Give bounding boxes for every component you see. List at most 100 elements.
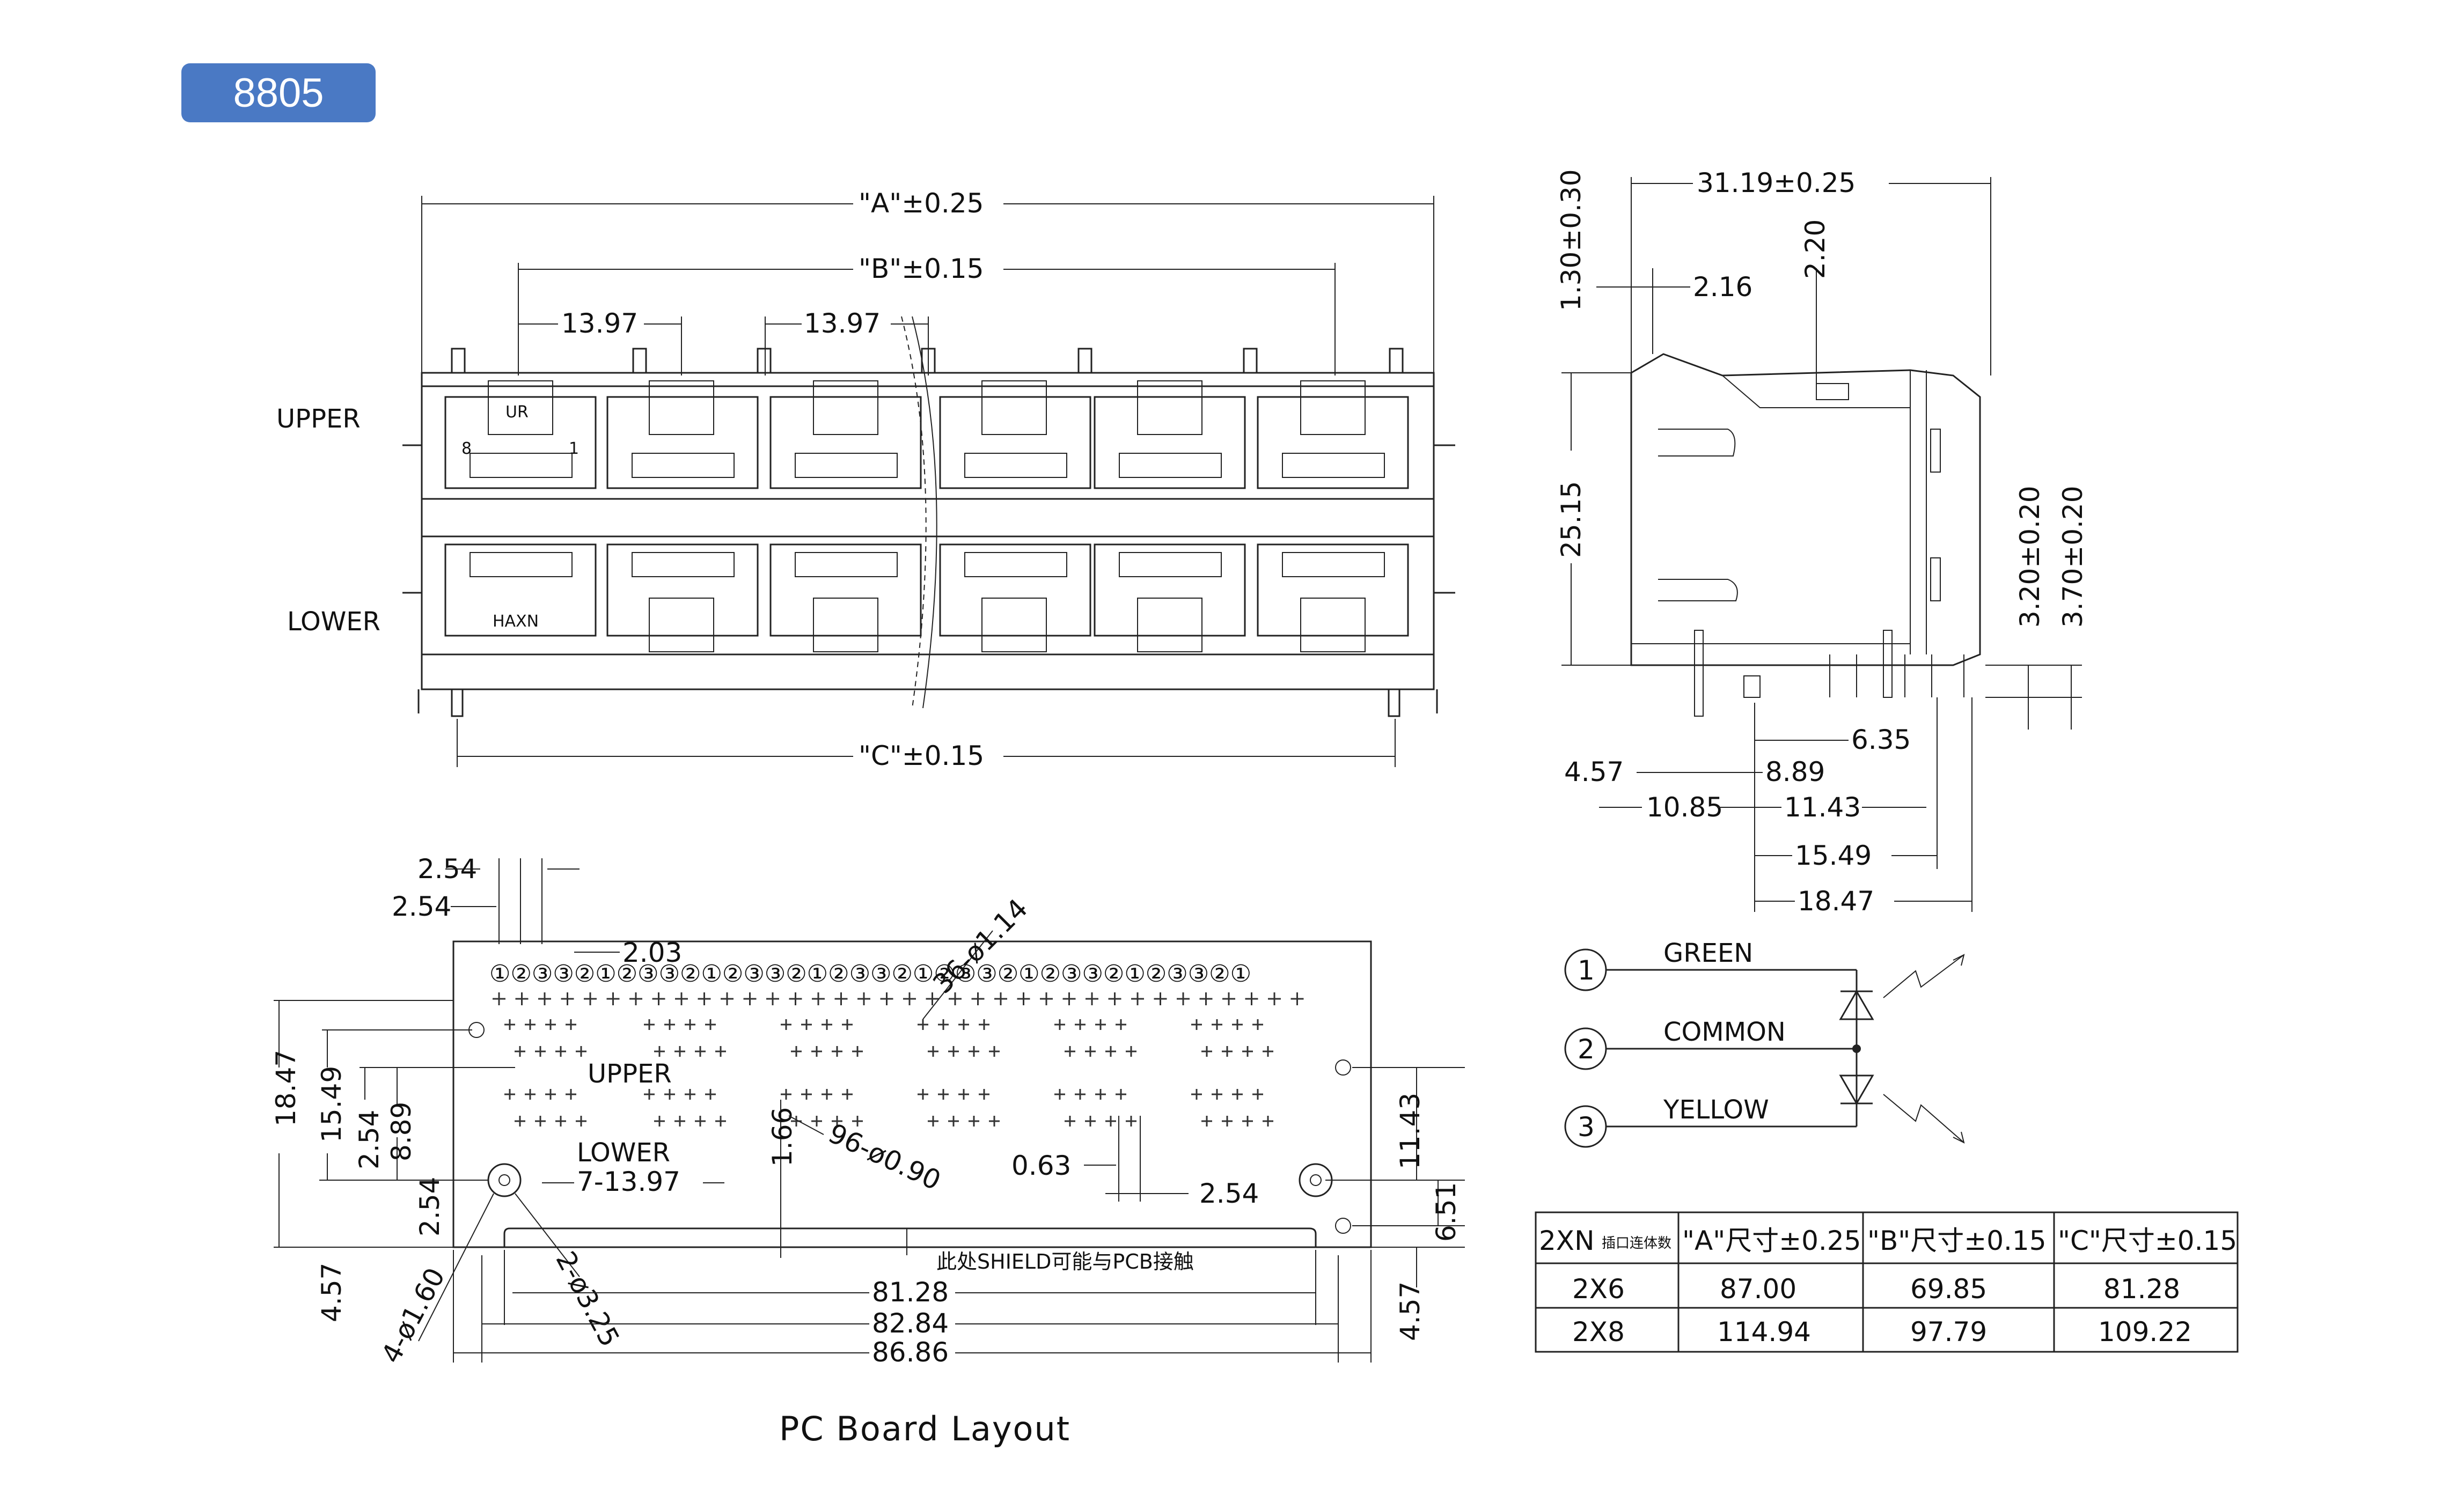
pcb-hole (1075, 1089, 1086, 1100)
pcb-hole (979, 1089, 989, 1100)
pcb-hole (766, 992, 779, 1005)
model-badge: 8805 (181, 63, 376, 122)
pcb-hole (1242, 1116, 1253, 1126)
led-pin-2: 2 (1578, 1034, 1595, 1065)
pcb-hole (979, 1019, 989, 1030)
pcb-hole (1040, 992, 1053, 1005)
pcb-hole (852, 1046, 863, 1057)
pcb-hole (525, 1089, 536, 1100)
dim-pitch-1: 13.97 (561, 308, 638, 339)
pin-8-label: 8 (461, 439, 472, 458)
table-header-a: "A"尺寸±0.25 (1682, 1225, 1861, 1256)
pcb-dim-2-54-c: 2.54 (354, 1110, 385, 1169)
pcb-hole (1191, 1019, 1202, 1030)
pcb-hole (1245, 992, 1258, 1005)
pcb-dim-2-54-a: 2.54 (417, 853, 477, 885)
pcb-hole (561, 992, 574, 1005)
pcb-hole (644, 1019, 655, 1030)
pcb-hole (989, 1116, 1000, 1126)
pcb-hole (1201, 1046, 1212, 1057)
pcb-hole (811, 1116, 822, 1126)
table-cell: 109.22 (2098, 1316, 2192, 1348)
pcb-hole (1263, 1116, 1273, 1126)
dim-2-20: 2.20 (1800, 219, 1831, 279)
front-view: "A"±0.25 "B"±0.15 13.97 13.97 (276, 188, 1455, 771)
table-cell: 87.00 (1720, 1273, 1796, 1305)
lower-label: LOWER (287, 607, 380, 637)
pcb-hole (576, 1116, 586, 1126)
shield-hole-br (1335, 1218, 1351, 1234)
pcb-pin-number-row: ①②③③②①②③③②①②③③②①②③③②①②③③②①②③③②①②③③②① (489, 960, 1251, 988)
pcb-hole (695, 1046, 706, 1057)
pcb-hole (664, 1089, 675, 1100)
pcb-hole (698, 992, 711, 1005)
pcb-hole (811, 1046, 822, 1057)
pcb-hole (781, 1089, 791, 1100)
pcb-hole (504, 1019, 515, 1030)
dim-c: "C"±0.15 (859, 740, 984, 771)
pcb-hole (928, 1046, 938, 1057)
pcb-hole (918, 1019, 928, 1030)
pcb-dim-6-51: 6.51 (1431, 1182, 1462, 1242)
pcb-hole (576, 1046, 586, 1057)
dim-4-57: 4.57 (1564, 756, 1624, 787)
pcb-dim-2-54-b: 2.54 (392, 891, 451, 922)
pcb-hole (545, 1019, 556, 1030)
dim-a: "A"±0.25 (859, 188, 984, 219)
pcb-hole (705, 1089, 716, 1100)
table-cell: 2X6 (1572, 1273, 1625, 1305)
pcb-hole (857, 992, 870, 1005)
pcb-hole (1131, 992, 1144, 1005)
pcb-hole (791, 1046, 802, 1057)
pcb-hole (938, 1019, 949, 1030)
pcb-hole (822, 1089, 832, 1100)
dim-1-30: 1.30±0.30 (1556, 169, 1587, 311)
pcb-hole (1086, 992, 1098, 1005)
pcb-hole (606, 992, 620, 1005)
table-cell: 97.79 (1910, 1316, 1987, 1348)
shield-hole-tr (1335, 1059, 1351, 1076)
pcb-hole (842, 1019, 853, 1030)
pcb-holes-96: 96-ø0.90 (824, 1117, 945, 1196)
front-pins (417, 688, 1438, 717)
pcb-hole (1242, 1046, 1253, 1057)
pcb-hole (515, 992, 529, 1005)
pcb-hole (1017, 992, 1030, 1005)
dim-6-35: 6.35 (1851, 724, 1911, 755)
pcb-hole (674, 1046, 685, 1057)
pcb-hole (664, 1019, 675, 1030)
dim-8-89: 8.89 (1765, 756, 1825, 787)
pcb-hole (1222, 1046, 1233, 1057)
pcb-hole (555, 1116, 566, 1126)
dim-b: "B"±0.15 (859, 253, 984, 284)
pcb-hole (743, 992, 757, 1005)
dim-3-70: 3.70±0.20 (2057, 485, 2088, 628)
dim-10-85: 10.85 (1646, 792, 1723, 823)
table-cell: 2X8 (1572, 1316, 1625, 1348)
pcb-dim-8-89: 8.89 (386, 1102, 417, 1161)
pcb-hole (958, 1019, 969, 1030)
pcb-hole (1054, 1019, 1065, 1030)
pcb-hole (644, 1089, 655, 1100)
pcb-hole (675, 992, 688, 1005)
pcb-holes-2: 2-ø3.25 (549, 1246, 625, 1352)
pcb-dim-81-28: 81.28 (872, 1277, 949, 1308)
pcb-hole (926, 992, 939, 1005)
dim-2-16: 2.16 (1693, 271, 1752, 303)
pcb-hole (842, 1089, 853, 1100)
pcb-hole (1105, 1116, 1116, 1126)
table-header-2xn: 2XN (1539, 1225, 1594, 1256)
dim-25-15: 25.15 (1556, 481, 1587, 558)
mount-hole-left (487, 1163, 522, 1197)
pcb-hole (1232, 1089, 1243, 1100)
pcb-dim-2-54-d: 2.54 (414, 1177, 445, 1236)
pcb-hole (652, 992, 665, 1005)
pcb-hole (1062, 992, 1076, 1005)
pcb-hole (958, 1089, 969, 1100)
table-cell: 114.94 (1717, 1316, 1811, 1348)
pcb-upper-label: UPPER (588, 1059, 672, 1089)
pcb-hole (1212, 1019, 1222, 1030)
pcb-hole (1222, 992, 1235, 1005)
dim-3-20: 3.20±0.20 (2014, 485, 2045, 628)
